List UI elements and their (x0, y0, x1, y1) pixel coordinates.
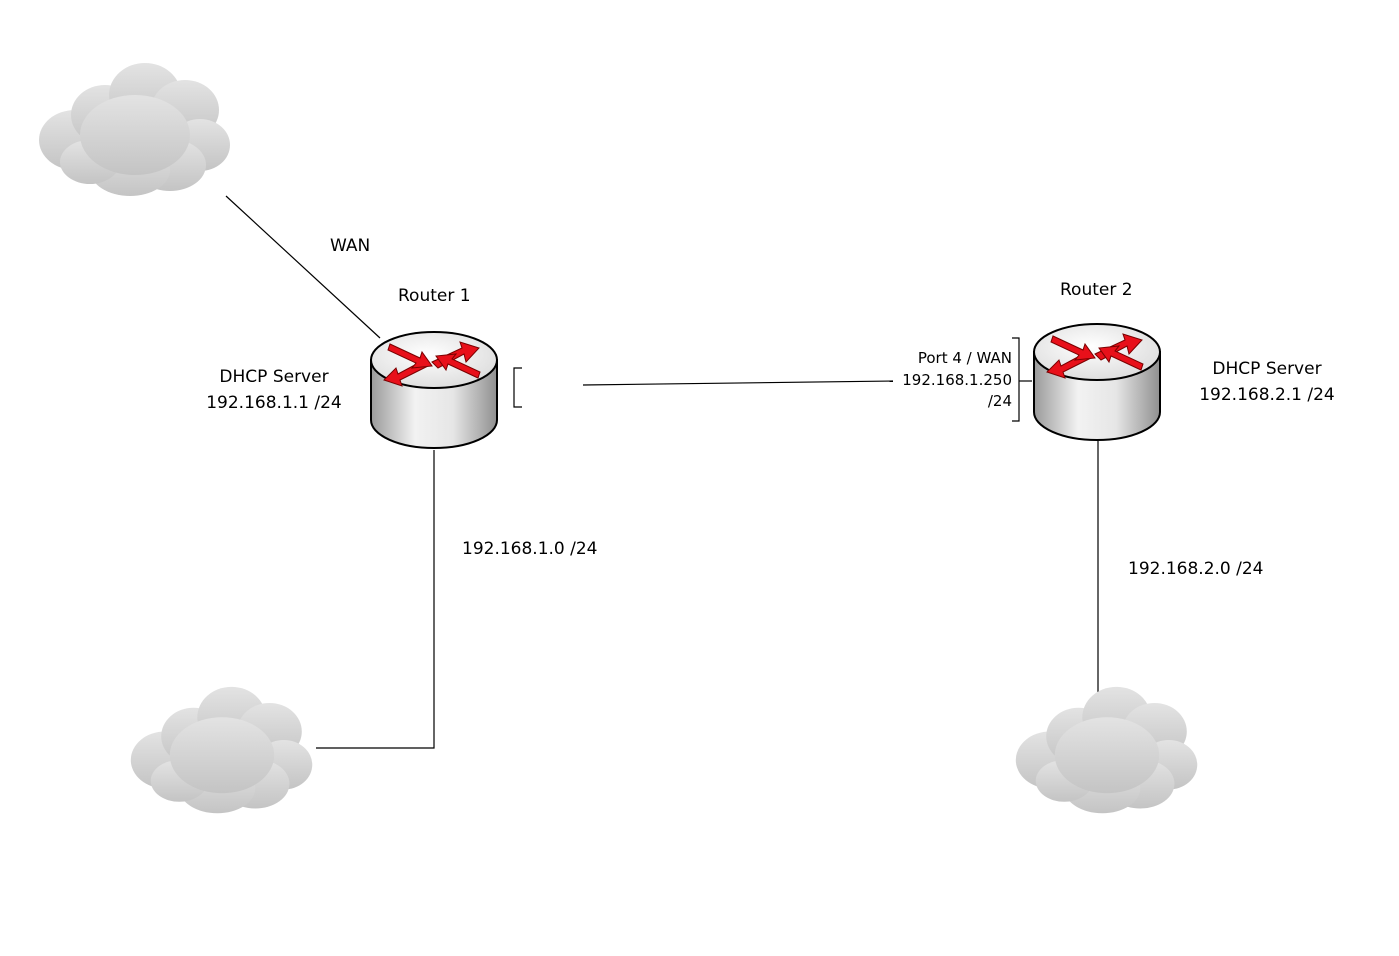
router1-dhcp-title: DHCP Server (219, 367, 329, 387)
router1-icon (370, 331, 498, 449)
router2-icon (1033, 323, 1161, 441)
router2-port-line1: Port 4 / WAN (917, 349, 1012, 367)
router-interconnect-link (582, 380, 894, 386)
subnet1-label: 192.168.1.0 /24 (462, 539, 598, 559)
router1-dhcp-ip: 192.168.1.1 /24 (206, 393, 342, 413)
router2-label: Router 2 (1060, 280, 1133, 300)
links (225, 195, 1099, 749)
router2-port-line3: /24 (987, 392, 1012, 410)
wan-link (225, 195, 381, 339)
subnet2-label: 192.168.2.0 /24 (1128, 559, 1264, 579)
lan2-cloud (1015, 686, 1198, 814)
router1-port-bracket (513, 367, 522, 408)
internet-cloud (39, 63, 230, 196)
router2-port-line2: 192.168.1.250 (902, 371, 1012, 389)
lan1-cloud (130, 686, 313, 814)
router1-label: Router 1 (398, 286, 471, 306)
wan-label: WAN (330, 236, 371, 256)
router2-dhcp-title: DHCP Server (1212, 359, 1322, 379)
router2-dhcp-ip: 192.168.2.1 /24 (1199, 385, 1335, 405)
lan1-link (316, 450, 435, 749)
router2-port-bracket (1012, 337, 1020, 422)
